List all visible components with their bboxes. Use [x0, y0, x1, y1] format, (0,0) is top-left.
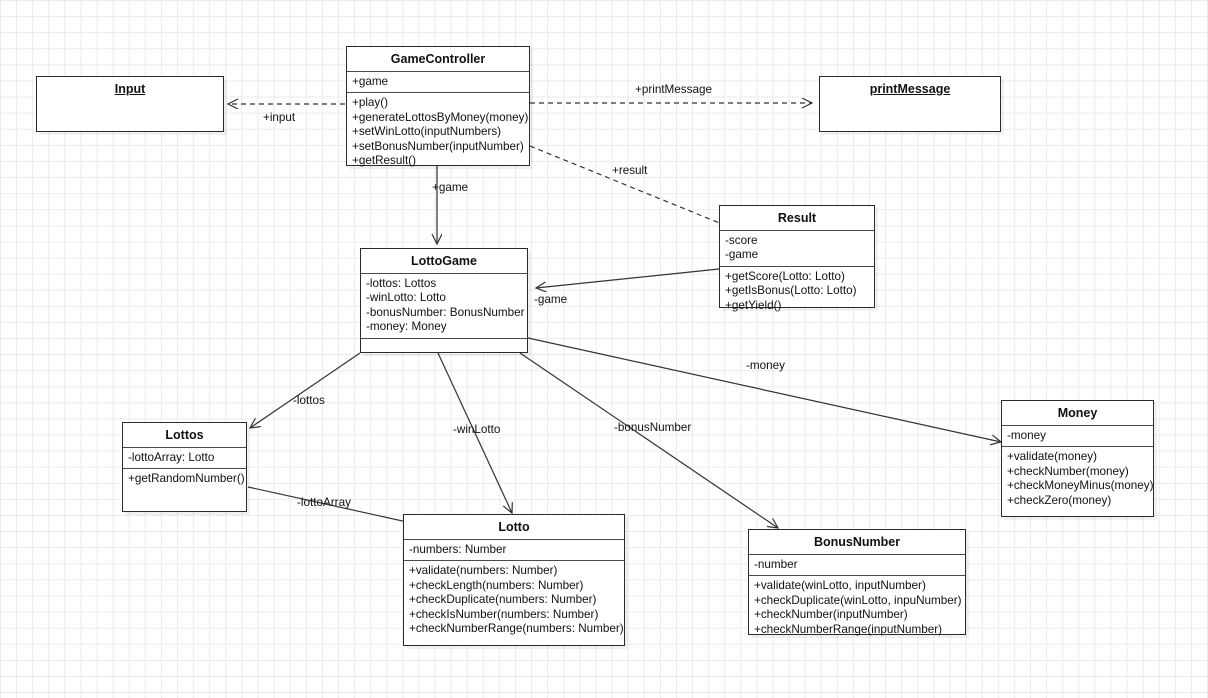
divider [404, 539, 624, 540]
class-box-lotto[interactable]: Lotto -numbers: Number +validate(numbers… [403, 514, 625, 646]
attribute-row: -money [1007, 429, 1046, 442]
divider [1002, 446, 1153, 448]
class-title-lottos: Lottos [165, 428, 204, 442]
edge-label-printmessage: +printMessage [635, 83, 712, 96]
method-row: +checkLength(numbers: Number) [409, 578, 584, 592]
method-row: +validate(winLotto, inputNumber) [754, 579, 926, 593]
edge-result-lottogame [536, 268, 720, 288]
class-box-gamecontroller[interactable]: GameController +game +play() +generateLo… [346, 46, 530, 167]
method-row: +getRandomNumber() [128, 472, 245, 486]
method-row: +setWinLotto(inputNumbers) [352, 125, 502, 139]
attribute-row: -winLotto: Lotto [366, 291, 446, 305]
edge-label-bonusnumber: -bonusNumber [614, 421, 692, 434]
method-row: +play() [352, 96, 389, 110]
method-row: +getResult() [352, 154, 416, 168]
attribute-row: -number [754, 558, 798, 571]
attribute-row: -lottos: Lottos [366, 277, 437, 290]
method-row: +validate(numbers: Number) [409, 564, 558, 578]
class-attributes-money: -money [1002, 426, 1153, 446]
class-title-printmessage: printMessage [869, 82, 951, 96]
divider [361, 337, 527, 339]
class-title-input: Input [114, 82, 146, 96]
edge-lottogame-bonusnumber [519, 352, 778, 528]
edge-label-result: +result [612, 164, 648, 177]
attribute-row: -lottoArray: Lotto [128, 451, 215, 464]
method-row: +checkMoneyMinus(money) [1007, 479, 1154, 493]
method-row: +getIsBonus(Lotto: Lotto) [725, 284, 857, 298]
class-box-result[interactable]: Result -score -game +getScore(Lotto: Lot… [719, 205, 875, 312]
class-methods-lottogame [361, 339, 527, 357]
attribute-row: +game [352, 75, 389, 88]
class-title-bonusnumber: BonusNumber [813, 535, 901, 549]
attribute-row: -money: Money [366, 320, 447, 334]
class-methods-lottos: +getRandomNumber() [123, 469, 246, 511]
class-title-lottogame: LottoGame [411, 254, 477, 268]
method-row: +checkNumberRange(inputNumber) [754, 622, 943, 636]
class-box-lottogame[interactable]: LottoGame -lottos: Lottos -winLotto: Lot… [360, 248, 528, 353]
class-methods-bonusnumber: +validate(winLotto, inputNumber) +checkD… [749, 576, 965, 636]
divider [361, 273, 527, 274]
method-row: +setBonusNumber(inputNumber) [352, 139, 524, 153]
method-row: +generateLottosByMoney(money) [352, 110, 529, 124]
method-row: +validate(money) [1007, 450, 1097, 464]
method-row: +checkNumber(money) [1007, 464, 1129, 478]
class-attributes-bonusnumber: -number [749, 555, 965, 575]
edge-label-lottoarray: -lottoArray [297, 496, 351, 509]
divider [347, 71, 529, 72]
method-row: +checkZero(money) [1007, 493, 1112, 507]
attribute-row: -bonusNumber: BonusNumber [366, 305, 525, 319]
class-methods-money: +validate(money) +checkNumber(money) +ch… [1002, 447, 1153, 516]
class-box-input[interactable]: Input [36, 76, 224, 132]
edge-lottogame-money [527, 337, 1001, 442]
divider [720, 230, 874, 231]
class-attributes-lottos: -lottoArray: Lotto [123, 448, 246, 468]
class-title-lotto: Lotto [498, 520, 530, 534]
divider [347, 92, 529, 94]
edge-label-result-lottogame: -game [534, 293, 568, 306]
class-methods-result: +getScore(Lotto: Lotto) +getIsBonus(Lott… [720, 267, 874, 316]
class-title-result: Result [777, 211, 817, 225]
attribute-row: -numbers: Number [409, 543, 507, 556]
attribute-row: -score [725, 234, 758, 247]
divider [749, 575, 965, 577]
edge-label-winlotto: -winLotto [453, 423, 501, 436]
method-row: +getYield() [725, 298, 782, 312]
class-box-money[interactable]: Money -money +validate(money) +checkNumb… [1001, 400, 1154, 517]
edge-label-money: -money [746, 359, 785, 372]
divider [123, 447, 246, 448]
class-attributes-gamecontroller: +game [347, 72, 529, 92]
class-box-lottos[interactable]: Lottos -lottoArray: Lotto +getRandomNumb… [122, 422, 247, 512]
class-attributes-result: -score -game [720, 231, 874, 266]
method-row: +checkNumber(inputNumber) [754, 608, 908, 622]
class-attributes-lottogame: -lottos: Lottos -winLotto: Lotto -bonusN… [361, 274, 527, 338]
method-row: +checkIsNumber(numbers: Number) [409, 607, 599, 621]
class-body-input [37, 101, 223, 131]
divider [720, 265, 874, 267]
edge-lottogame-lottos [250, 352, 361, 428]
class-methods-lotto: +validate(numbers: Number) +checkLength(… [404, 561, 624, 645]
method-row: +getScore(Lotto: Lotto) [725, 269, 845, 283]
divider [404, 560, 624, 562]
class-title-gamecontroller: GameController [390, 52, 486, 66]
class-methods-gamecontroller: +play() +generateLottosByMoney(money) +s… [347, 93, 529, 171]
divider [1002, 425, 1153, 426]
method-row: +checkNumberRange(numbers: Number) [409, 622, 624, 636]
class-title-money: Money [1057, 406, 1098, 420]
method-row: +checkDuplicate(winLotto, inpuNumber) [754, 593, 962, 607]
method-row: +checkDuplicate(numbers: Number) [409, 593, 597, 607]
class-attributes-lotto: -numbers: Number [404, 540, 624, 560]
edge-label-input: +input [263, 111, 296, 124]
class-box-bonusnumber[interactable]: BonusNumber -number +validate(winLotto, … [748, 529, 966, 636]
edge-label-game-controller-lottogame: +game [432, 181, 469, 194]
divider [749, 554, 965, 555]
attribute-row: -game [725, 248, 759, 262]
class-body-printmessage [820, 101, 1000, 131]
edge-label-lottos: -lottos [293, 394, 325, 407]
class-box-printmessage[interactable]: printMessage [819, 76, 1001, 132]
divider [123, 468, 246, 470]
